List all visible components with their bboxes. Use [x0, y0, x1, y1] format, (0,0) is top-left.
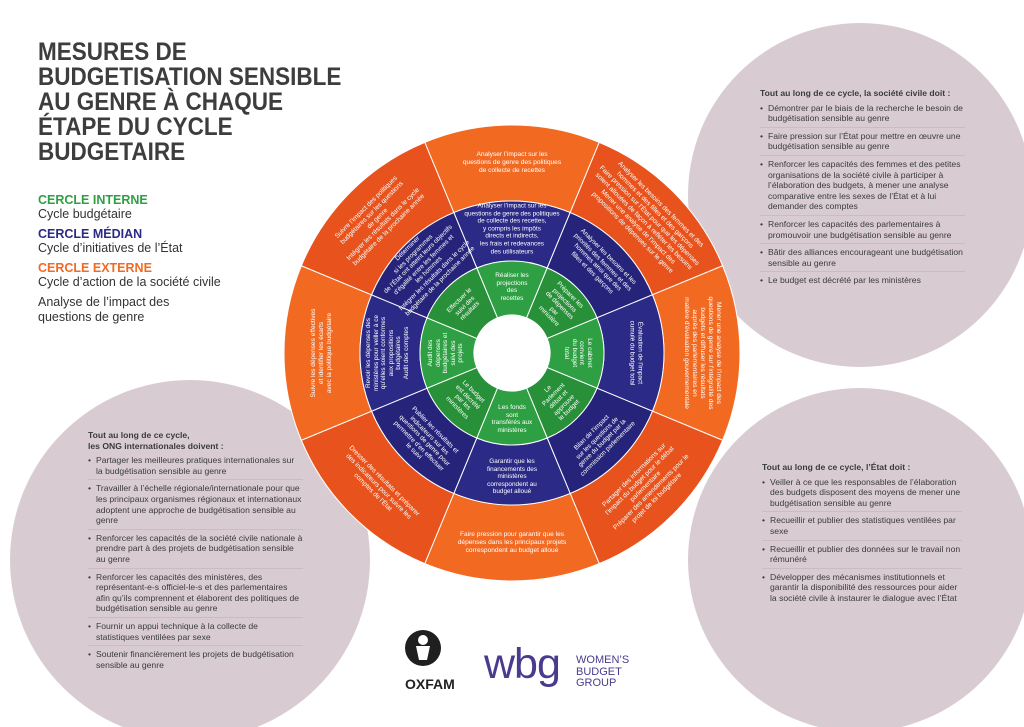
- segment-text: Mener une analyse de l’impact des questi…: [683, 296, 722, 410]
- legend-outer-label: CERCLE EXTERNE: [38, 261, 152, 275]
- page-title: MESURES DE BUDGETISATION SENSIBLE AU GEN…: [38, 38, 342, 166]
- segment-text: Garantir que les financements des minist…: [486, 458, 538, 496]
- legend-middle-text: Cycle d’initiatives de l’État: [38, 241, 183, 255]
- panel-civil-society: Tout au long de ce cycle, la société civ…: [760, 88, 965, 292]
- list-item: Soutenir financièrement les projets de b…: [88, 649, 303, 673]
- panel-state: Tout au long de ce cycle, l’État doit : …: [762, 462, 962, 610]
- segment-text: Réaliser les projections des recettes: [495, 271, 529, 302]
- panel-international-ngos: Tout au long de ce cycle, les ONG intern…: [88, 430, 303, 676]
- segment-text: Analyser l’impact sur les questions de g…: [464, 202, 560, 255]
- panel-ngo-heading: Tout au long de ce cycle, les ONG intern…: [88, 430, 224, 451]
- panel-state-list: Veiller à ce que les responsables de l’é…: [762, 477, 962, 607]
- list-item: Renforcer les capacités de la société ci…: [88, 533, 303, 569]
- cycle-wheel: [283, 124, 741, 582]
- segment-text: Les fonds sont transférés aux ministères: [491, 403, 533, 434]
- panel-civil-list: Démontrer par le biais de la recherche l…: [760, 103, 965, 289]
- wbg-logo-name: WOMEN’S BUDGET GROUP: [576, 654, 630, 689]
- list-item: Démontrer par le biais de la recherche l…: [760, 103, 965, 128]
- list-item: Partager les meilleures pratiques intern…: [88, 455, 303, 481]
- legend-outer-text: Cycle d’action de la société civile: [38, 275, 221, 289]
- segment-text: Audit des dépenses budgétaires et suivi …: [427, 332, 465, 374]
- list-item: Recueillir et publier des données sur le…: [762, 544, 962, 569]
- list-item: Recueillir et publier des statistiques v…: [762, 515, 962, 541]
- list-item: Renforcer les capacités des parlementair…: [760, 219, 965, 245]
- list-item: Travailler à l’échelle régionale/interna…: [88, 483, 303, 530]
- list-item: Veiller à ce que les responsables de l’é…: [762, 477, 962, 513]
- panel-civil-heading: Tout au long de ce cycle, la société civ…: [760, 88, 951, 98]
- panel-ngo-list: Partager les meilleures pratiques intern…: [88, 455, 303, 673]
- segment-text: Suivre les dépenses effectives et identi…: [310, 308, 333, 398]
- segment-text: Analyser l’impact sur les questions de g…: [462, 151, 562, 174]
- list-item: Développer des mécanismes institutionnel…: [762, 572, 962, 607]
- oxfam-figure-icon: [405, 630, 441, 666]
- legend-middle-label: CERCLE MÉDIAN: [38, 227, 143, 241]
- legend: CERCLE INTERNE Cycle budgétaire CERCLE M…: [38, 193, 268, 325]
- oxfam-logo-text: OXFAM: [405, 676, 455, 692]
- list-item: Bâtir des alliances encourageant une bud…: [760, 247, 965, 273]
- legend-inner-label: CERCLE INTERNE: [38, 193, 148, 207]
- legend-inner-text: Cycle budgétaire: [38, 207, 132, 221]
- panel-state-heading: Tout au long de ce cycle, l’État doit :: [762, 462, 911, 472]
- wheel-center: [474, 315, 550, 391]
- list-item: Fournir un appui technique à la collecte…: [88, 621, 303, 647]
- wbg-logo-mark: wbg: [484, 640, 561, 688]
- list-item: Renforcer les capacités des ministères, …: [88, 572, 303, 618]
- segment-text: Faire pression pour garantir que les dép…: [457, 531, 567, 554]
- list-item: Le budget est décrété par les ministères: [760, 275, 965, 289]
- list-item: Faire pression sur l’État pour mettre en…: [760, 131, 965, 156]
- list-item: Renforcer les capacités des femmes et de…: [760, 159, 965, 216]
- legend-extra-text: Analyse de l’impact des questions de gen…: [38, 295, 170, 324]
